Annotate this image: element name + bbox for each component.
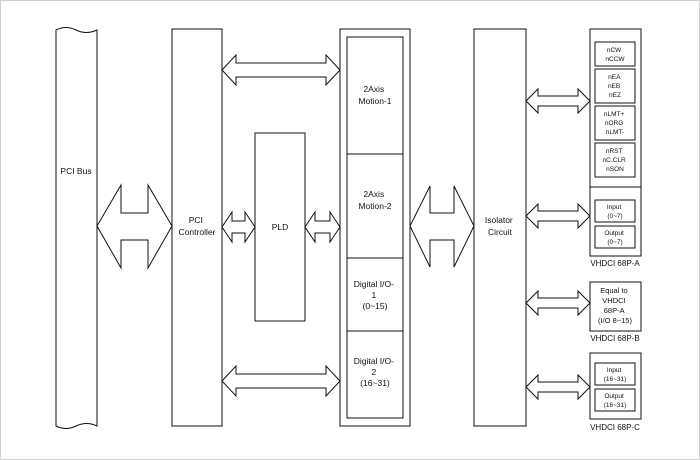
- signal-group-servo-text: nRST nC.CLR nSON: [603, 148, 628, 173]
- connector-a-output-text: Output (0~7): [604, 230, 625, 246]
- connector-b-frame: [589, 281, 642, 332]
- connector-a-input-text: Input (0~7): [607, 204, 623, 220]
- pci-bus-block: [55, 27, 98, 429]
- pci-controller-label: PCI Controller: [179, 215, 216, 237]
- connector-c-output-text: Output (16~31): [604, 393, 627, 409]
- signal-group-encoder-text: nEA nEB nEZ: [608, 74, 622, 99]
- signal-group-encoder: [594, 68, 636, 104]
- connector-b-caption: VHDCI 68P-B: [590, 334, 639, 343]
- isolator-label: Isolator Circuit: [485, 215, 515, 237]
- motion2-label: 2Axis Motion-2: [358, 189, 391, 211]
- dio2-block: [346, 330, 404, 419]
- signal-group-servo: [594, 142, 636, 178]
- connector-c: Input (16~31) Output (16~31) VHDCI 68P-C: [589, 352, 642, 432]
- motion1-label: 2Axis Motion-1: [358, 84, 391, 106]
- pld-label: PLD: [272, 222, 289, 232]
- signal-group-cw-text: nCW nCCW: [605, 47, 625, 63]
- connector-b-text: Equal to VHDCI 68P-A (I/O 8~15): [598, 286, 632, 325]
- pld-block: [254, 132, 306, 322]
- connector-a-input: [594, 199, 636, 223]
- signal-group-limit: [594, 105, 636, 141]
- signal-group-limit-text: nLMT+ nORG nLMT-: [604, 111, 626, 136]
- pci-bus-label: PCI Bus: [60, 166, 91, 176]
- connector-c-caption: VHDCI 68P-C: [590, 423, 640, 432]
- dio2-label: Digital I/O- 2 (16~31): [354, 356, 397, 388]
- pci-controller-block: [171, 28, 223, 427]
- connector-c-input-text: Input (16~31): [604, 367, 627, 383]
- connector-b: Equal to VHDCI 68P-A (I/O 8~15) VHDCI 68…: [589, 281, 642, 343]
- dio1-block: [346, 257, 404, 332]
- connector-a: nCW nCCW nEA nEB nEZ nLMT+ nORG nLMT- nR…: [589, 28, 642, 268]
- connector-c-output: [594, 388, 636, 412]
- connector-a-caption: VHDCI 68P-A: [590, 259, 640, 268]
- motion1-block: [346, 36, 404, 155]
- isolator-block: [473, 28, 527, 427]
- dio1-label: Digital I/O- 1 (0~15): [354, 279, 397, 311]
- connector-a-output: [594, 225, 636, 249]
- connector-c-input: [594, 362, 636, 386]
- signal-group-cw: [594, 41, 636, 67]
